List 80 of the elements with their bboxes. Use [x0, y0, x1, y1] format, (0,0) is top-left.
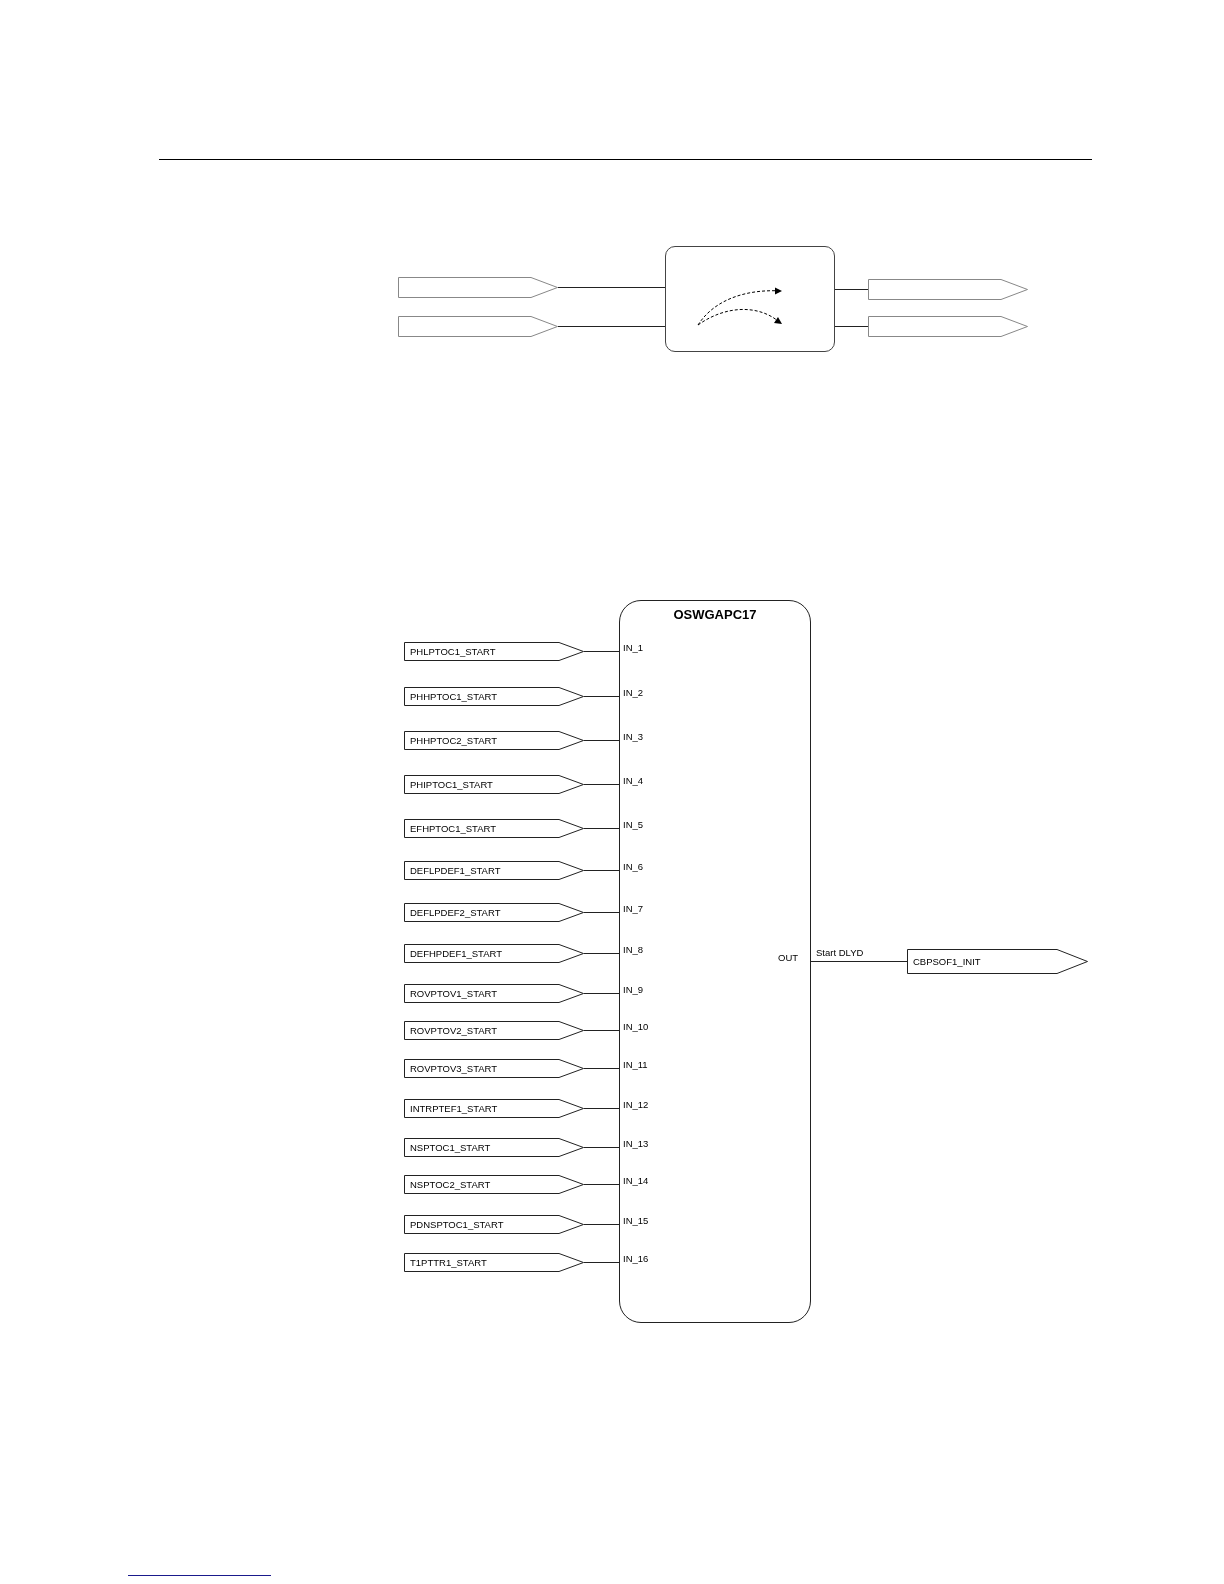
connector-line [583, 650, 620, 653]
signal-tag [404, 642, 584, 661]
signal-tag [404, 944, 584, 963]
signal-tag [404, 819, 584, 838]
pin-label: IN_16 [623, 1254, 649, 1264]
signal-tag [404, 1215, 584, 1234]
pin-label: IN_10 [623, 1022, 649, 1032]
connector-line [583, 1067, 620, 1070]
connector-line [583, 827, 620, 830]
pin-label: IN_6 [623, 862, 644, 872]
connector-line [583, 1029, 620, 1032]
signal-name: CBPSOF1_INIT [913, 956, 981, 967]
pin-label: IN_12 [623, 1100, 649, 1110]
signal-name: INTRPTEF1_START [410, 1103, 498, 1114]
connector-line [583, 1107, 620, 1110]
pin-label: IN_8 [623, 945, 644, 955]
connector-line [583, 911, 620, 914]
signal-tag [907, 949, 1088, 974]
signal-tag [404, 1175, 584, 1194]
block-title: OSWGAPC17 [672, 606, 758, 624]
signal-name: PHHPTOC1_START [410, 691, 498, 702]
signal-name: PHIPTOC1_START [410, 779, 493, 790]
signal-name: PHLPTOC1_START [410, 646, 496, 657]
signal-name: DEFLPDEF2_START [410, 907, 501, 918]
signal-name: NSPTOC2_START [410, 1179, 491, 1190]
signal-name: ROVPTOV2_START [410, 1025, 498, 1036]
signal-name: EFHPTOC1_START [410, 823, 497, 834]
signal-tag [404, 861, 584, 880]
signal-tag [404, 1138, 584, 1157]
pin-label: IN_11 [623, 1060, 648, 1070]
signal-tag [404, 775, 584, 794]
signal-name: NSPTOC1_START [410, 1142, 491, 1153]
pin-label: IN_5 [623, 820, 644, 830]
pin-label: IN_9 [623, 985, 644, 995]
signal-tag [404, 903, 584, 922]
connector-line [834, 288, 869, 291]
signal-tag [398, 316, 558, 337]
connector-line [583, 1183, 620, 1186]
connector-line [583, 1146, 620, 1149]
signal-name: DEFHPDEF1_START [410, 948, 503, 959]
signal-tag [404, 687, 584, 706]
connector-line [810, 960, 908, 963]
signal-name: DEFLPDEF1_START [410, 865, 501, 876]
signal-tag [404, 1059, 584, 1078]
connector-line [583, 1223, 620, 1226]
connector-line [583, 869, 620, 872]
connector-line [583, 1261, 620, 1264]
signal-name: ROVPTOV1_START [410, 988, 498, 999]
connector-line [583, 992, 620, 995]
signal-tag [404, 984, 584, 1003]
pin-label: IN_13 [623, 1139, 649, 1149]
pin-label: IN_1 [623, 643, 644, 653]
connector-line [583, 952, 620, 955]
connector-line [557, 286, 666, 289]
signal-name: PDNSPTOC1_START [410, 1219, 504, 1230]
signal-name: T1PTTR1_START [410, 1257, 487, 1268]
pin-label: OUT [778, 953, 799, 963]
connector-line [557, 325, 666, 328]
pin-label: IN_14 [623, 1176, 649, 1186]
pin-label: IN_4 [623, 776, 644, 786]
function-block [619, 600, 811, 1323]
signal-tag [404, 1253, 584, 1272]
connector-line [583, 783, 620, 786]
pin-label: IN_2 [623, 688, 644, 698]
pin-label: IN_15 [623, 1216, 649, 1226]
function-block [665, 246, 835, 352]
connector-line [834, 325, 869, 328]
signal-name: ROVPTOV3_START [410, 1063, 498, 1074]
signal-tag [398, 277, 558, 298]
pin-label: IN_7 [623, 904, 644, 914]
signal-tag [404, 1021, 584, 1040]
connector-line [583, 739, 620, 742]
pin-label: IN_3 [623, 732, 644, 742]
signal-tag [404, 1099, 584, 1118]
connector-line [583, 695, 620, 698]
edge-label: Start DLYD [815, 947, 865, 957]
signal-tag [868, 316, 1028, 337]
signal-name: PHHPTOC2_START [410, 735, 498, 746]
signal-tag [868, 279, 1028, 300]
signal-tag [404, 731, 584, 750]
